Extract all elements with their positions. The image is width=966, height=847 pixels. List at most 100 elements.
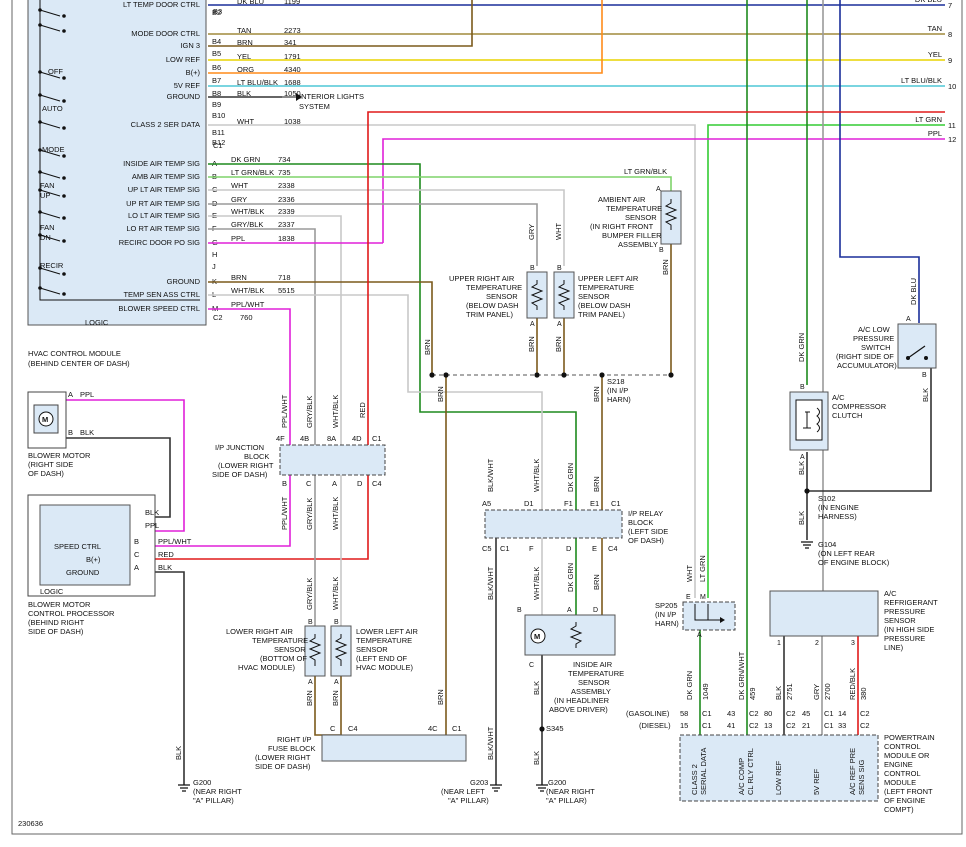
g104-loc-2: OF ENGINE BLOCK) <box>818 558 890 567</box>
g203-label: G203 <box>470 778 488 787</box>
ac-switch-label-4: (RIGHT SIDE OF <box>836 352 894 361</box>
hvac-a-wire-color: WHT/BLK <box>231 286 264 295</box>
wire-brn-b5 <box>208 0 473 47</box>
sensor-pin: B <box>334 619 339 626</box>
lower-left-label-4: (LEFT END OF <box>356 654 408 663</box>
pcm-label-1: POWERTRAIN <box>884 733 935 742</box>
processor-logic-box <box>39 504 131 586</box>
vlabel-dk-grn-inside: DK GRN <box>566 563 575 592</box>
s218-loc-2: HARN) <box>607 395 631 404</box>
hvac-b-pin-number: B7 <box>212 76 221 85</box>
relay-pin-c4: C4 <box>608 544 618 553</box>
hvac-switch-label: RECIR <box>40 261 64 270</box>
blower-pin-b: B <box>68 428 73 437</box>
blower-wire-a: PPL <box>80 390 94 399</box>
switch-contact <box>62 176 66 180</box>
g200a-loc-1: (NEAR RIGHT <box>193 787 242 796</box>
upper-left-label-5: TRIM PANEL) <box>578 310 625 319</box>
ambient-sensor-box <box>660 190 682 245</box>
thermistor-icon <box>664 199 678 230</box>
wire-dk-blu-switch <box>839 0 920 323</box>
pcm-pin-gas: 43 <box>727 709 735 718</box>
hvac-a-circuit: 718 <box>278 273 291 282</box>
ac-switch-box <box>897 323 937 369</box>
ground-symbol <box>801 541 813 549</box>
vlabel-brn-splice: BRN <box>436 386 445 402</box>
ac-sensor-label-2: REFRIGERANT <box>884 598 938 607</box>
fuse-label-3: (LOWER RIGHT <box>255 753 311 762</box>
processor-top-wire-ppl: PPL <box>145 521 159 530</box>
switch-pin-b: B <box>922 372 927 379</box>
sensor-pin: B <box>517 607 522 614</box>
processor-wire-ppl-wht: PPL/WHT <box>158 537 192 546</box>
right-wire-number: 9 <box>948 56 952 65</box>
hvac-a-wire-color: GRY <box>231 195 247 204</box>
processor-label-2: CONTROL PROCESSOR <box>28 609 115 618</box>
ground-symbol <box>490 784 502 792</box>
ip-junction-pin-4d: 4D <box>352 434 362 443</box>
pcm-label-8: OF ENGINE <box>884 796 925 805</box>
g200b-label: G200 <box>548 778 566 787</box>
switch-arm <box>39 189 61 197</box>
diode-icon <box>803 411 811 429</box>
hvac-a-circuit: 735 <box>278 168 291 177</box>
hvac-b-pin-label: MODE DOOR CTRL <box>131 29 200 38</box>
ip-junction-box <box>279 444 386 476</box>
s218-label: S218 <box>607 377 625 386</box>
splice-dot <box>599 372 605 378</box>
right-wire-color: TAN <box>928 24 942 33</box>
upper-right-label-1: UPPER RIGHT AIR <box>449 274 515 283</box>
relay-pin-c5: C5 <box>482 544 492 553</box>
s102-label: S102 <box>818 494 836 503</box>
hvac-a-pin-number: J <box>212 262 216 271</box>
sp205-pin-e: E <box>686 594 691 601</box>
pcm-connector: C2 <box>749 709 759 718</box>
pcm-diesel: (DIESEL) <box>639 721 671 730</box>
switch-common-line <box>39 0 200 301</box>
upper-right-label-5: TRIM PANEL) <box>466 310 513 319</box>
sensor-pin: A <box>656 186 661 193</box>
pcm-circuit: 2700 <box>823 683 832 700</box>
wire-wht-blk-lolt <box>208 215 342 445</box>
clutch-coil-frame <box>795 399 823 441</box>
upper-left-sensor-box <box>553 271 575 319</box>
vertical-wire-labels: PPL/WHT GRY/BLK WHT/BLK RED PPL/WHT GRY/… <box>174 167 930 765</box>
ground-symbol <box>178 784 190 792</box>
footer-code: 230636 <box>18 819 43 828</box>
lower-left-label-3: SENSOR <box>356 645 388 654</box>
hvac-a-pin-label: UP RT AIR TEMP SIG <box>126 199 200 208</box>
pcm-label-4: ENGINE <box>884 760 913 769</box>
relay-label-4: OF DASH) <box>628 536 664 545</box>
g200a-label: G200 <box>193 778 211 787</box>
thermistor-icon <box>334 634 348 666</box>
ip-junction-pin-b: B <box>282 479 287 488</box>
ground-symbol <box>536 784 548 792</box>
ambient-label-4: (IN RIGHT FRONT <box>590 222 654 231</box>
hvac-a-pin-label: LO RT AIR TEMP SIG <box>126 224 200 233</box>
pcm-connector: C2 <box>786 721 796 730</box>
hvac-conn-c2: C2 <box>213 313 223 322</box>
vlabel-brn-fuse: BRN <box>436 689 445 705</box>
blower-motor-label-2: (RIGHT SIDE <box>28 460 73 469</box>
fuse-pin-4c: 4C <box>428 724 438 733</box>
thermistor-icon <box>557 280 571 310</box>
pcm-label-2: CONTROL <box>884 742 921 751</box>
inside-air-sensor: M B A D C INSIDE AIR TEMPERATURE SENSOR … <box>517 607 624 714</box>
vlabel-brn-relay-top: BRN <box>592 476 601 492</box>
hvac-module-location: (BEHIND CENTER OF DASH) <box>28 359 130 368</box>
hvac-switch-label: DN <box>40 233 51 242</box>
vlabel-brn-inside: BRN <box>592 574 601 590</box>
wire-org-b7 <box>208 0 603 74</box>
pcm-connector: C2 <box>786 709 796 718</box>
hvac-switch-label: FAN <box>40 181 55 190</box>
pcm-pin-diesel: 33 <box>838 721 846 730</box>
hvac-module-box <box>27 0 207 326</box>
fuse-conn-c4: C4 <box>348 724 358 733</box>
vlabel-blk-wht-mid: BLK/WHT <box>486 566 495 600</box>
pcm-connector: C1 <box>824 709 834 718</box>
switch-arm <box>39 287 61 295</box>
upper-left-label-3: SENSOR <box>578 292 610 301</box>
hvac-b-circuit: 1688 <box>284 78 301 87</box>
switch-arm <box>39 24 61 32</box>
hvac-c2-circuit: 760 <box>240 313 253 322</box>
